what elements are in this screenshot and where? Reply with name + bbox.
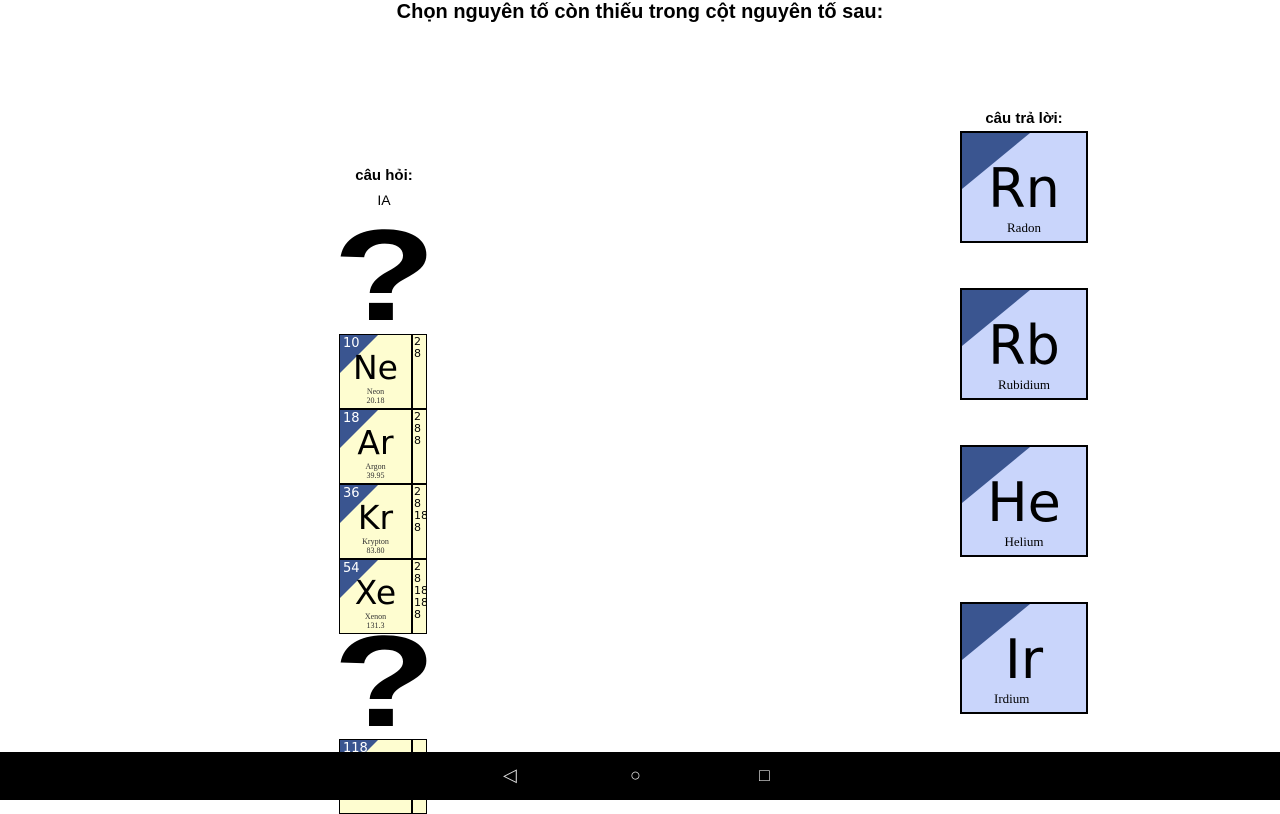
page-title: Chọn nguyên tố còn thiếu trong cột nguyê… [396,1,884,23]
back-icon[interactable]: ◁ [503,765,517,785]
question-mark-icon: ? [333,228,436,334]
group-label: IA [377,192,391,208]
home-icon[interactable]: ○ [630,765,641,785]
navigation-bar: ◁ ○ □ [0,752,1280,800]
answer-label: câu trả lời: [985,110,1063,127]
question-label: câu hỏi: [355,167,413,184]
svg-text:?: ? [333,634,436,740]
svg-text:?: ? [333,228,436,334]
question-mark-icon: ? [333,634,436,740]
recent-apps-icon[interactable]: □ [759,765,770,785]
